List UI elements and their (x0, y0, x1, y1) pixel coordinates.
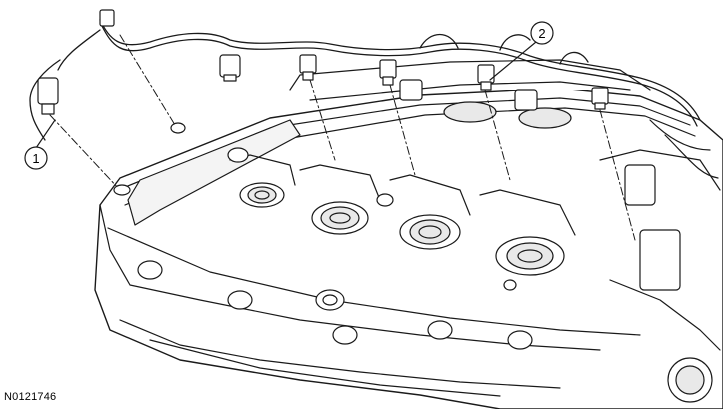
connector-e (477, 64, 495, 91)
callout-2: 2 (489, 21, 554, 81)
plug-well-3 (399, 214, 461, 250)
front-bosses (119, 260, 561, 397)
valve-cover (94, 87, 723, 409)
harness-connectors (37, 9, 609, 115)
connector-d (399, 79, 423, 101)
wiring-harness (29, 19, 701, 141)
plug-well-1 (239, 182, 285, 208)
connector-c (379, 59, 397, 86)
coil-leader-lines (49, 34, 636, 241)
callout-2-number: 2 (538, 26, 545, 41)
right-side-assembly (599, 119, 721, 403)
spark-plug-wells (229, 154, 576, 276)
connector-left (37, 77, 59, 115)
callout-1-number: 1 (32, 151, 39, 166)
plug-well-4 (495, 236, 565, 276)
coil-boots (113, 122, 517, 291)
connector-upper-left (99, 9, 115, 27)
connector-b (299, 54, 317, 81)
figure-id-label: N0121746 (4, 391, 57, 403)
intake-plenum (289, 59, 651, 129)
connector-f (514, 89, 538, 111)
plug-well-2 (311, 201, 369, 235)
callout-1: 1 (24, 119, 56, 170)
connector-a (219, 54, 241, 82)
connector-g (591, 87, 609, 110)
